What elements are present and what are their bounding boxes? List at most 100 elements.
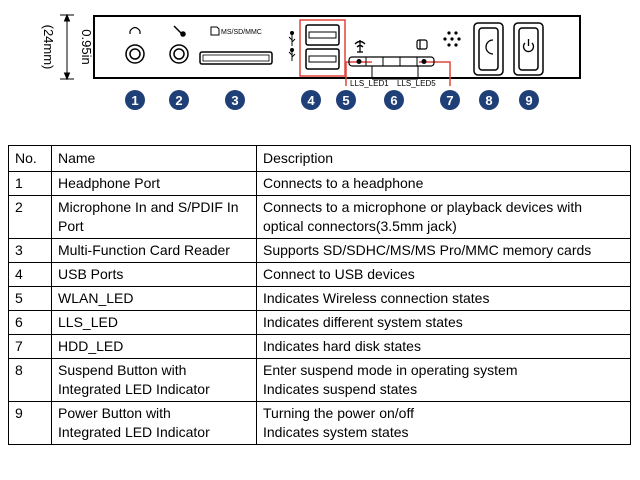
row-number: 8 <box>8 358 52 402</box>
name-line: Integrated LED Indicator <box>58 381 210 397</box>
row-number: 7 <box>8 334 52 359</box>
row-name: Multi-Function Card Reader <box>51 238 257 263</box>
row-description: Indicates hard disk states <box>256 334 631 359</box>
usb-icon <box>288 48 296 61</box>
name-line: HDD_LED <box>58 338 124 354</box>
name-line: Microphone In and S/PDIF In <box>58 199 239 215</box>
row-description: Connects to a headphone <box>256 171 631 196</box>
callout-5 <box>336 90 356 110</box>
row-name: Suspend Button with Integrated LED Indic… <box>51 358 257 402</box>
front-panel-diagram: 0.95in (24mm) MS/SD/MMC <box>0 0 640 120</box>
headphone-icon <box>129 26 141 34</box>
card-slot-label: MS/SD/MMC <box>221 29 262 36</box>
table-row: 2 Microphone In and S/PDIF In Port Conne… <box>8 195 631 239</box>
callout-8 <box>479 90 499 110</box>
description-line: Indicates hard disk states <box>263 338 421 354</box>
name-line: Power Button with <box>58 405 171 421</box>
usb-port-upper <box>305 24 340 46</box>
row-description: Connect to USB devices <box>256 262 631 287</box>
row-description: Connects to a microphone or playback dev… <box>256 195 631 239</box>
front-panel-drawing: 0.95in (24mm) MS/SD/MMC <box>41 13 581 110</box>
description-line: Indicates system states <box>263 424 409 440</box>
description-line: optical connectors(3.5mm jack) <box>263 218 457 234</box>
callout-number: 2 <box>175 93 182 108</box>
description-line: Connects to a microphone or playback dev… <box>263 199 583 215</box>
usb-port-lower <box>305 48 340 70</box>
row-description: Turning the power on/off Indicates syste… <box>256 401 631 445</box>
row-description: Indicates different system states <box>256 310 631 335</box>
name-line: USB Ports <box>58 266 124 282</box>
callout-7 <box>440 90 460 110</box>
table-row: 8 Suspend Button with Integrated LED Ind… <box>8 358 631 402</box>
row-number: 3 <box>8 238 52 263</box>
microphone-icon <box>173 25 186 37</box>
port-spec-table: No. Name Description 1 Headphone Port Co… <box>8 145 631 445</box>
description-line: Indicates different system states <box>263 314 463 330</box>
table-row: 7 HDD_LED Indicates hard disk states <box>8 334 631 359</box>
name-line: LLS_LED <box>58 314 118 330</box>
description-line: Turning the power on/off <box>263 405 414 421</box>
callout-number: 1 <box>131 93 138 108</box>
table-header-row: No. Name Description <box>8 145 631 172</box>
table-row: 5 WLAN_LED Indicates Wireless connection… <box>8 286 631 311</box>
hdd-led-highlight <box>419 61 451 86</box>
name-line: Port <box>58 218 84 234</box>
row-number: 2 <box>8 195 52 239</box>
callout-number: 9 <box>525 93 532 108</box>
name-line: Suspend Button with <box>58 362 187 378</box>
row-name: Power Button with Integrated LED Indicat… <box>51 401 257 445</box>
microphone-port <box>169 44 189 64</box>
row-number: 5 <box>8 286 52 311</box>
row-name: HDD_LED <box>51 334 257 359</box>
description-line: Indicates suspend states <box>263 381 418 397</box>
hdd-icon <box>416 39 428 50</box>
suspend-button <box>473 22 504 76</box>
callout-1 <box>125 90 145 110</box>
callout-2 <box>169 90 189 110</box>
usb-highlight <box>299 19 346 77</box>
table-row: 1 Headphone Port Connects to a headphone <box>8 171 631 196</box>
description-line: Connects to a headphone <box>263 175 424 191</box>
led-dividers <box>365 57 418 66</box>
led-label-5: LLS_LED5 <box>397 79 436 88</box>
led-bracket-ticks <box>371 66 419 79</box>
dimension-marker <box>60 13 74 81</box>
table-row: 9 Power Button with Integrated LED Indic… <box>8 401 631 445</box>
callout-number: 8 <box>485 93 492 108</box>
header-name: Name <box>51 145 257 172</box>
row-name: Microphone In and S/PDIF In Port <box>51 195 257 239</box>
suspend-icon <box>485 39 494 55</box>
header-no: No. <box>8 145 52 172</box>
table-row: 6 LLS_LED Indicates different system sta… <box>8 310 631 335</box>
dimension-mm-label: (24mm) <box>41 25 56 70</box>
card-slot-icon <box>210 26 220 36</box>
callout-4 <box>301 90 321 110</box>
callout-number: 4 <box>307 93 315 108</box>
name-line: Headphone Port <box>58 175 160 191</box>
callout-number: 6 <box>390 93 397 108</box>
row-description: Indicates Wireless connection states <box>256 286 631 311</box>
row-number: 6 <box>8 310 52 335</box>
row-description: Supports SD/SDHC/MS/MS Pro/MMC memory ca… <box>256 238 631 263</box>
power-icon <box>522 39 535 53</box>
row-name: WLAN_LED <box>51 286 257 311</box>
led-strip <box>348 56 435 67</box>
callout-6 <box>384 90 404 110</box>
wlan-led <box>356 59 362 64</box>
callout-number: 5 <box>342 93 349 108</box>
description-line: Enter suspend mode in operating system <box>263 362 518 378</box>
dimension-inch-label: 0.95in <box>79 29 94 64</box>
wlan-led-highlight <box>345 61 372 86</box>
description-line: Indicates Wireless connection states <box>263 290 490 306</box>
headphone-port <box>125 44 145 64</box>
callout-number: 7 <box>446 93 453 108</box>
row-number: 4 <box>8 262 52 287</box>
row-number: 9 <box>8 401 52 445</box>
callout-number: 3 <box>231 93 238 108</box>
description-line: Supports SD/SDHC/MS/MS Pro/MMC memory ca… <box>263 242 592 258</box>
description-line: Connect to USB devices <box>263 266 415 282</box>
row-name: LLS_LED <box>51 310 257 335</box>
power-button <box>513 22 544 76</box>
callout-3 <box>225 90 245 110</box>
row-name: USB Ports <box>51 262 257 287</box>
